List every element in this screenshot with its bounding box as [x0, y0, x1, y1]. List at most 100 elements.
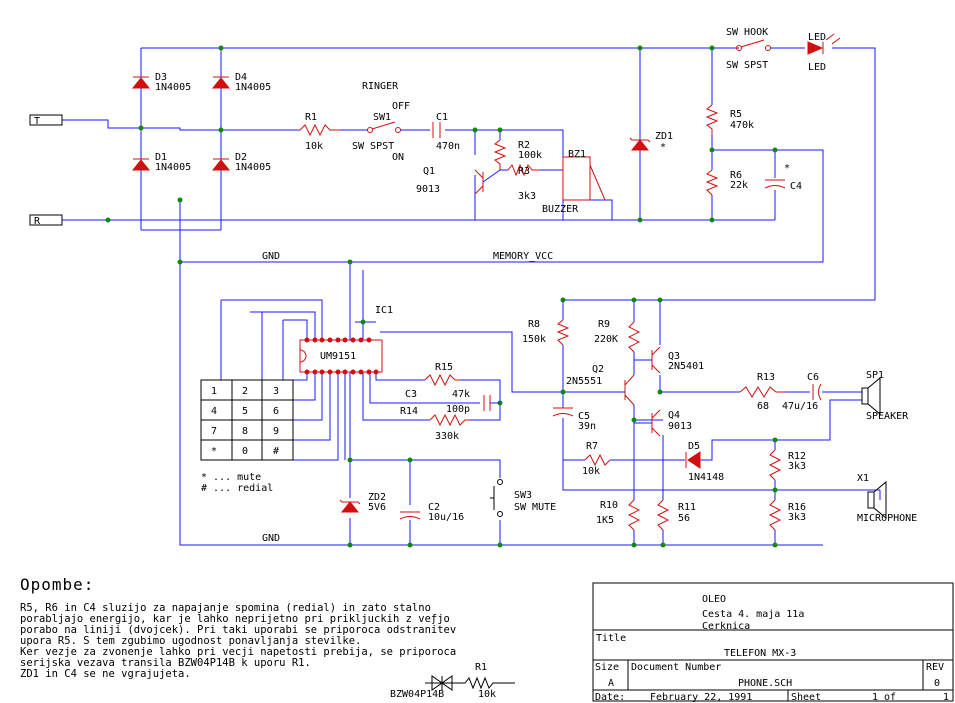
label-led: LED — [808, 32, 826, 43]
label-r2: R2 — [518, 140, 530, 151]
label-r5-value: 470k — [730, 120, 754, 131]
label-q3: Q3 — [668, 351, 680, 362]
label-r14-value: 330k — [435, 431, 459, 442]
label-speaker: SPEAKER — [866, 411, 909, 422]
notes-heading: Opombe: — [20, 575, 94, 594]
tb-title-label: Title — [596, 633, 626, 644]
labels: T R D3 1N4005 D4 1N4005 D1 1N4005 D2 1N4… — [34, 27, 917, 544]
tb-sheet: 1 of — [872, 692, 896, 703]
capacitor-c4-symbol — [764, 179, 786, 189]
label-r3-value: 3k3 — [518, 191, 536, 202]
transistor-q4-symbol — [634, 409, 661, 437]
resistor-r15-symbol — [424, 373, 460, 387]
label-r16: R16 — [788, 502, 806, 513]
label-c4-star: * — [784, 163, 790, 174]
key-5: 5 — [242, 406, 248, 417]
wires — [62, 47, 881, 546]
label-r15: R15 — [435, 362, 453, 373]
tb-sheet-total: 1 — [943, 692, 949, 703]
speaker-symbol — [861, 376, 881, 416]
label-r5: R5 — [730, 109, 742, 120]
switch-sw3-symbol — [490, 479, 503, 517]
diode-d2-symbol — [211, 158, 231, 171]
label-c5-value: 39n — [578, 421, 596, 432]
resistor-r7-symbol — [584, 453, 611, 467]
resistor-r10-symbol — [627, 499, 641, 531]
tb-address: Cesta 4. maja 11a — [702, 609, 804, 620]
tb-rev-label: REV — [926, 662, 944, 673]
label-c6: C6 — [807, 372, 819, 383]
label-r13-value: 68 — [757, 401, 769, 412]
buzzer-bz1-symbol — [562, 156, 606, 201]
label-zd2: ZD2 — [368, 492, 386, 503]
label-d1: D1 — [155, 152, 167, 163]
label-ic1: IC1 — [375, 305, 393, 316]
label-q1-value: 9013 — [416, 184, 440, 195]
legend-r1-label: R1 — [475, 662, 487, 673]
microphone-symbol — [867, 480, 887, 520]
capacitor-c5-symbol — [552, 407, 574, 417]
label-ringer: RINGER — [362, 81, 399, 92]
resistor-r2-symbol — [493, 139, 507, 170]
tb-company: OLEO — [702, 594, 726, 605]
label-r6: R6 — [730, 170, 742, 181]
label-sp1: SP1 — [866, 370, 884, 381]
resistor-r13-symbol — [739, 386, 785, 398]
resistor-r5-symbol — [705, 104, 719, 135]
label-r2-value: 100k — [518, 150, 542, 161]
label-c1-value: 470n — [436, 141, 460, 152]
label-r10: R10 — [600, 500, 618, 511]
label-c5: C5 — [578, 411, 590, 422]
led-symbol — [807, 33, 841, 55]
resistor-r6-symbol — [705, 169, 719, 196]
label-q4: Q4 — [668, 410, 680, 421]
notes-section: Opombe: R5, R6 in C4 sluzijo za napajanj… — [20, 575, 456, 680]
notes-line-2: porabljajo energijo, kar je lahko neprij… — [20, 613, 450, 625]
switch-hook-symbol — [736, 39, 771, 51]
label-gnd-top: GND — [262, 251, 280, 262]
label-t: T — [34, 116, 40, 127]
label-q1: Q1 — [423, 166, 435, 177]
key-0: 0 — [242, 446, 248, 457]
zener-zd2-symbol — [339, 499, 361, 513]
title-block-frame — [592, 582, 954, 702]
diode-d3-symbol — [131, 76, 151, 89]
label-on: ON — [392, 152, 404, 163]
label-r1-value: 10k — [305, 141, 323, 152]
label-gnd-bottom: GND — [262, 533, 280, 544]
label-d2: D2 — [235, 152, 247, 163]
title-block: OLEO Cesta 4. maja 11a Cerknica Title TE… — [595, 594, 949, 703]
resistor-r14-symbol — [429, 413, 470, 427]
legend-tvs-label: BZW04P14B — [390, 689, 444, 700]
label-r12-value: 3k3 — [788, 461, 806, 472]
label-memory-vcc: MEMORY_VCC — [493, 251, 553, 262]
resistor-r1-symbol — [299, 123, 340, 137]
connector-r — [29, 214, 63, 226]
label-sw1: SW1 — [373, 112, 391, 123]
key-star: * — [211, 446, 217, 457]
capacitor-c3-symbol — [483, 395, 500, 411]
notes-line-4: upora R5. S tem zgubimo ugodnost ponavlj… — [20, 635, 361, 647]
label-c3-value: 100p — [446, 404, 470, 415]
label-zd1: ZD1 — [655, 131, 673, 142]
switch-sw1-symbol — [340, 121, 430, 133]
label-r7: R7 — [586, 441, 598, 452]
label-sw-hook-type: SW SPST — [726, 60, 768, 71]
label-microphone: MICROPHONE — [857, 513, 917, 524]
keypad-legend-mute: * ... mute — [201, 472, 261, 483]
label-r14: R14 — [400, 406, 418, 417]
tb-sheet-label: Sheet — [791, 692, 821, 703]
resistor-r11-symbol — [656, 499, 670, 531]
label-r10-value: 1K5 — [596, 515, 614, 526]
label-r16-value: 3k3 — [788, 512, 806, 523]
resistor-r1-legend-symbol — [460, 676, 515, 690]
label-d4-value: 1N4005 — [235, 82, 271, 93]
notes-line-6: serijska vezava transila BZW04P14B k upo… — [20, 657, 311, 669]
label-r13: R13 — [757, 372, 775, 383]
label-d4: D4 — [235, 72, 247, 83]
label-c4: C4 — [790, 181, 802, 192]
keypad-keys: 1 2 3 4 5 6 7 8 9 * 0 # — [211, 386, 279, 457]
keypad-legend-redial: # ... redial — [201, 483, 273, 494]
label-q2: Q2 — [592, 364, 604, 375]
